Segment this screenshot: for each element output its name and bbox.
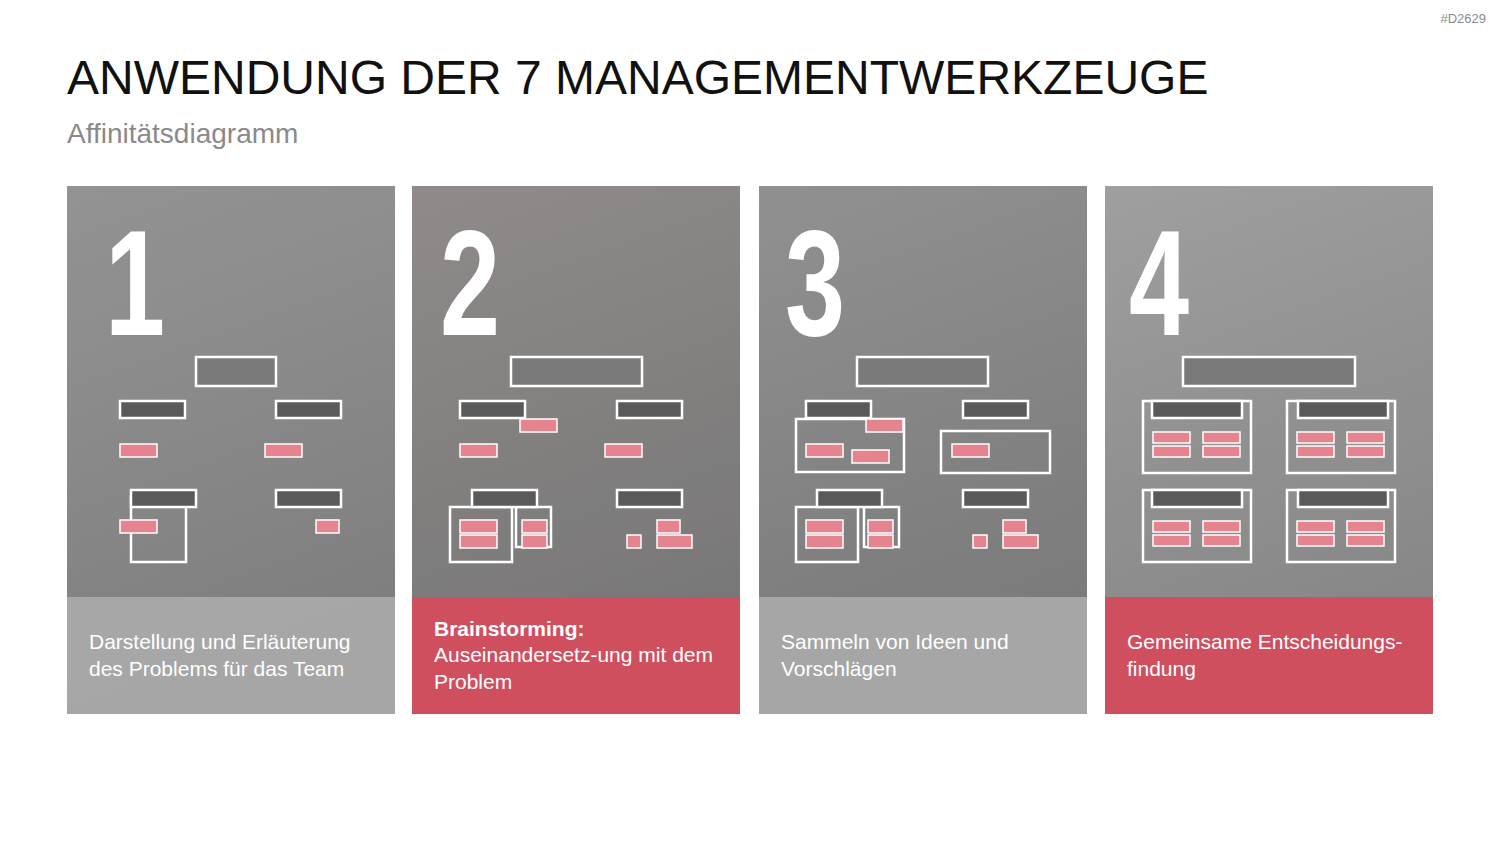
group-header [472, 490, 537, 507]
group-frame [516, 507, 551, 547]
idea-card [522, 535, 547, 548]
step-panel: 1Darstellung und Erläuterung des Problem… [67, 186, 395, 714]
idea-card [605, 444, 642, 457]
group-frame [1287, 401, 1395, 473]
idea-card [460, 520, 497, 533]
idea-card [866, 419, 903, 432]
idea-card [1347, 521, 1384, 532]
idea-card [1153, 521, 1190, 532]
photo-ground [1105, 186, 1433, 597]
group-header [1183, 357, 1355, 386]
step-number: 2 [440, 208, 500, 358]
idea-card [520, 419, 557, 432]
group-frame [1143, 490, 1251, 562]
idea-card [868, 520, 893, 533]
photo-ground [67, 186, 395, 597]
idea-card [1297, 535, 1334, 546]
group-header [963, 490, 1028, 507]
idea-card [1203, 446, 1240, 457]
step-heading: Brainstorming: [434, 616, 722, 643]
idea-card [1297, 446, 1334, 457]
group-header [963, 401, 1028, 418]
group-header [131, 490, 196, 507]
idea-card [1347, 432, 1384, 443]
group-header [276, 490, 341, 507]
idea-card [1203, 535, 1240, 546]
step-panel: 4Gemeinsame Entscheidungs- findung [1105, 186, 1433, 714]
step-description: Auseinandersetz-ung mit dem Problem [434, 642, 722, 695]
idea-card [316, 520, 339, 533]
slide-title: ANWENDUNG DER 7 MANAGEMENTWERKZEUGE [67, 50, 1208, 105]
slide-code: #D2629 [1440, 11, 1486, 26]
idea-card [460, 444, 497, 457]
idea-card [806, 520, 843, 533]
group-header [460, 401, 525, 418]
idea-card [1203, 432, 1240, 443]
idea-card [627, 535, 641, 548]
idea-card [806, 444, 843, 457]
step-panel: 3Sammeln von Ideen und Vorschlägen [759, 186, 1087, 714]
group-header [857, 357, 988, 386]
step-number: 4 [1129, 208, 1189, 358]
idea-card [973, 535, 987, 548]
group-header [1152, 401, 1242, 418]
group-frame [941, 431, 1050, 473]
caption-band: Sammeln von Ideen und Vorschlägen [759, 597, 1087, 714]
photo-ground [412, 186, 740, 597]
idea-card [1153, 446, 1190, 457]
caption-band: Gemeinsame Entscheidungs- findung [1105, 597, 1433, 714]
group-header [806, 401, 871, 418]
idea-card [265, 444, 302, 457]
group-frame [796, 419, 904, 472]
group-frame [796, 507, 858, 562]
group-frame [864, 507, 899, 547]
group-header [1152, 490, 1242, 507]
group-header [817, 490, 882, 507]
step-description: Darstellung und Erläuterung des Problems… [89, 629, 377, 682]
caption-band: Darstellung und Erläuterung des Problems… [67, 597, 395, 714]
idea-card [460, 535, 497, 548]
idea-card [120, 520, 157, 533]
group-header [196, 357, 276, 386]
step-description: Gemeinsame Entscheidungs- findung [1127, 629, 1415, 682]
idea-card [806, 535, 843, 548]
idea-card [1347, 535, 1384, 546]
photo-ground [759, 186, 1087, 597]
idea-card [657, 520, 680, 533]
step-number: 3 [785, 208, 845, 358]
idea-card [1153, 432, 1190, 443]
idea-card [1003, 520, 1026, 533]
group-header [617, 490, 682, 507]
idea-card [1347, 446, 1384, 457]
step-panel: 2Brainstorming:Auseinandersetz-ung mit d… [412, 186, 740, 714]
idea-card [522, 520, 547, 533]
idea-card [1203, 521, 1240, 532]
group-frame [1143, 401, 1251, 473]
slide-subtitle: Affinitätsdiagramm [67, 118, 298, 150]
group-header [1298, 401, 1388, 418]
group-header [1298, 490, 1388, 507]
group-frame [1287, 490, 1395, 562]
idea-card [120, 444, 157, 457]
idea-card [1297, 521, 1334, 532]
group-header [511, 357, 642, 386]
group-header [120, 401, 185, 418]
step-number: 1 [105, 208, 165, 358]
idea-card [1297, 432, 1334, 443]
idea-card [852, 450, 889, 463]
group-header [617, 401, 682, 418]
caption-band: Brainstorming:Auseinandersetz-ung mit de… [412, 597, 740, 714]
idea-card [868, 535, 893, 548]
idea-card [657, 535, 692, 548]
idea-card [1003, 535, 1038, 548]
group-frame [450, 507, 512, 562]
idea-card [952, 444, 989, 457]
idea-card [1153, 535, 1190, 546]
step-description: Sammeln von Ideen und Vorschlägen [781, 629, 1069, 682]
group-header [276, 401, 341, 418]
